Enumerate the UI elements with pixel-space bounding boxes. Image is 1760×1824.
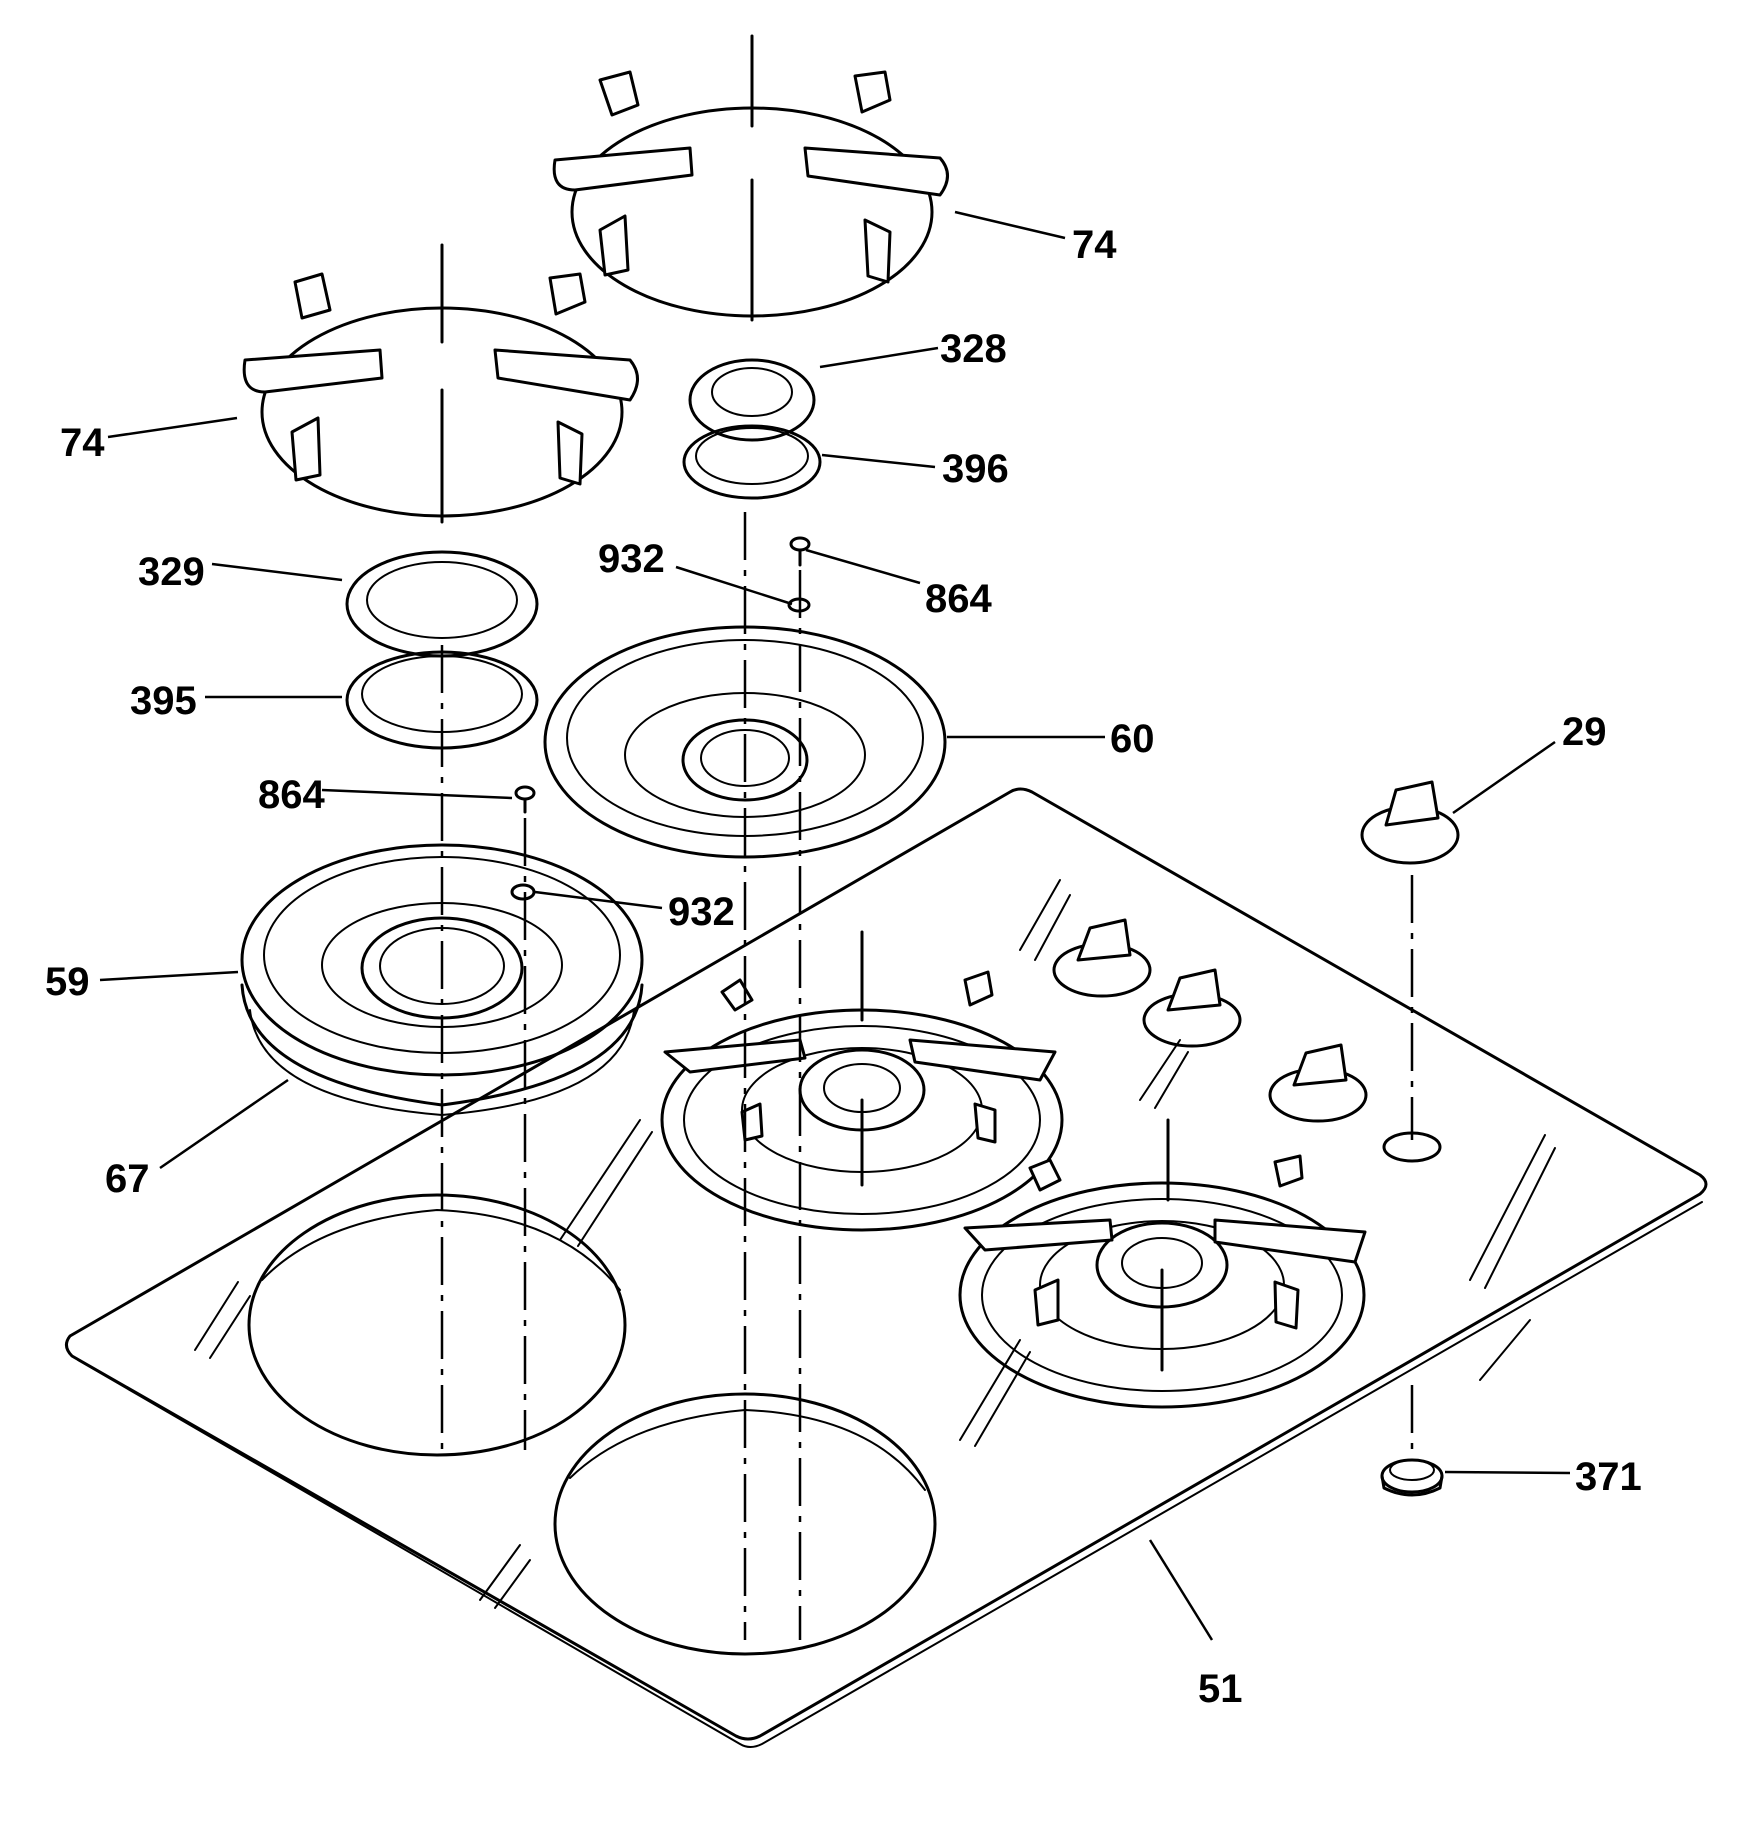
label-29: 29 xyxy=(1562,710,1607,754)
cooktop-glass-51 xyxy=(65,787,1708,1748)
screw-864-lower xyxy=(514,785,536,814)
label-328: 328 xyxy=(940,327,1007,371)
screw-864-upper xyxy=(789,536,811,567)
label-74-rear: 74 xyxy=(1072,223,1117,267)
label-74-left: 74 xyxy=(60,421,105,465)
label-395: 395 xyxy=(130,679,197,723)
washer-932-lower xyxy=(510,883,536,901)
label-396: 396 xyxy=(942,447,1009,491)
cutout-center-front xyxy=(553,1392,937,1656)
grate-74-left xyxy=(242,243,639,524)
label-60: 60 xyxy=(1110,717,1155,761)
knob-29 xyxy=(1360,780,1460,865)
ring-396 xyxy=(682,424,822,500)
cap-328 xyxy=(688,358,816,442)
label-864-lower: 864 xyxy=(258,773,325,817)
assembly-axes xyxy=(440,512,1414,1640)
label-371: 371 xyxy=(1575,1455,1642,1499)
mounted-burner-rear xyxy=(660,930,1064,1232)
mounted-knobs xyxy=(1052,918,1368,1123)
cap-329 xyxy=(345,550,539,658)
label-864-upper: 864 xyxy=(925,577,992,621)
label-67: 67 xyxy=(105,1157,150,1201)
label-932-lower: 932 xyxy=(668,890,735,934)
mounted-burner-front xyxy=(958,1118,1367,1409)
leader-lines xyxy=(99,210,1571,1641)
grate-74-rear xyxy=(552,34,949,322)
plug-371 xyxy=(1380,1458,1444,1497)
part-labels: 74 74 328 396 932 864 60 329 395 864 932… xyxy=(45,223,1642,1711)
label-932-upper: 932 xyxy=(598,537,665,581)
label-329: 329 xyxy=(138,550,205,594)
label-59: 59 xyxy=(45,960,90,1004)
label-51: 51 xyxy=(1198,1667,1243,1711)
cutout-left-front xyxy=(247,1193,627,1457)
